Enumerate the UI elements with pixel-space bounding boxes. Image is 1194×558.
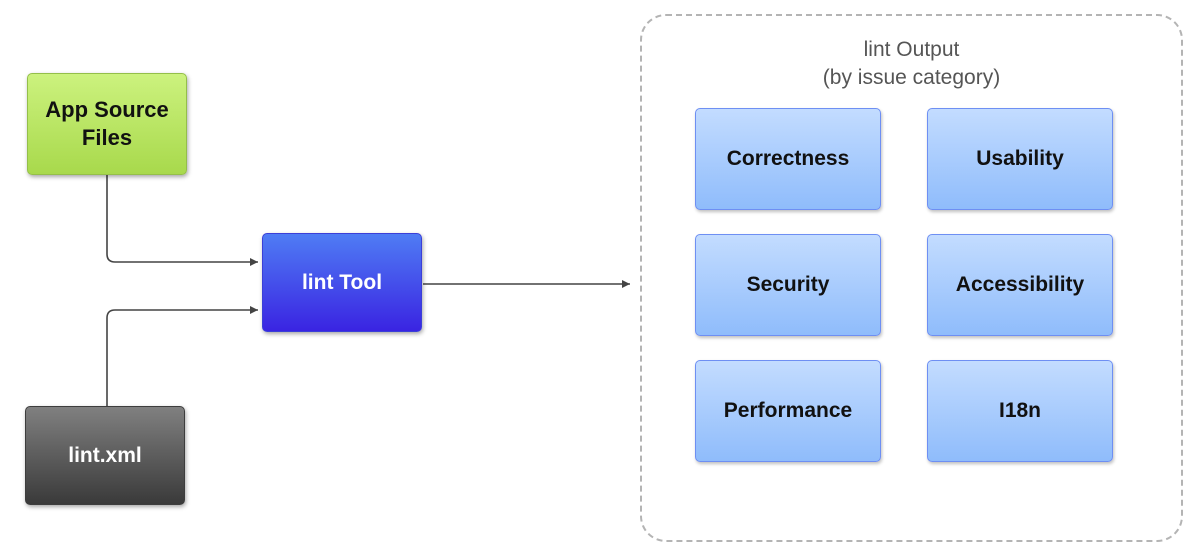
category-label: Usability	[976, 147, 1064, 170]
category-performance: Performance	[695, 360, 881, 462]
category-label: Performance	[723, 399, 853, 422]
category-usability: Usability	[927, 108, 1113, 210]
category-accessibility: Accessibility	[927, 234, 1113, 336]
lint-tool-label: lint Tool	[301, 270, 383, 294]
lint-output-title: lint Output (by issue category)	[822, 38, 1001, 89]
app-source-files-label: App Source Files	[45, 97, 169, 150]
lint-tool-node: lint Tool	[262, 233, 422, 332]
category-label: Correctness	[726, 147, 850, 170]
category-i18n: I18n	[927, 360, 1113, 462]
category-label: Accessibility	[955, 273, 1085, 296]
category-label: Security	[746, 273, 830, 296]
lint-xml-label: lint.xml	[68, 443, 142, 467]
category-correctness: Correctness	[695, 108, 881, 210]
category-label: I18n	[998, 399, 1042, 422]
source-to-tool-connector	[106, 175, 258, 266]
lint-xml-node: lint.xml	[25, 406, 185, 505]
config-to-tool-connector	[106, 306, 258, 406]
lint-output-panel: lint Output (by issue category) Correctn…	[640, 14, 1183, 542]
category-security: Security	[695, 234, 881, 336]
app-source-files-node: App Source Files	[27, 73, 187, 175]
